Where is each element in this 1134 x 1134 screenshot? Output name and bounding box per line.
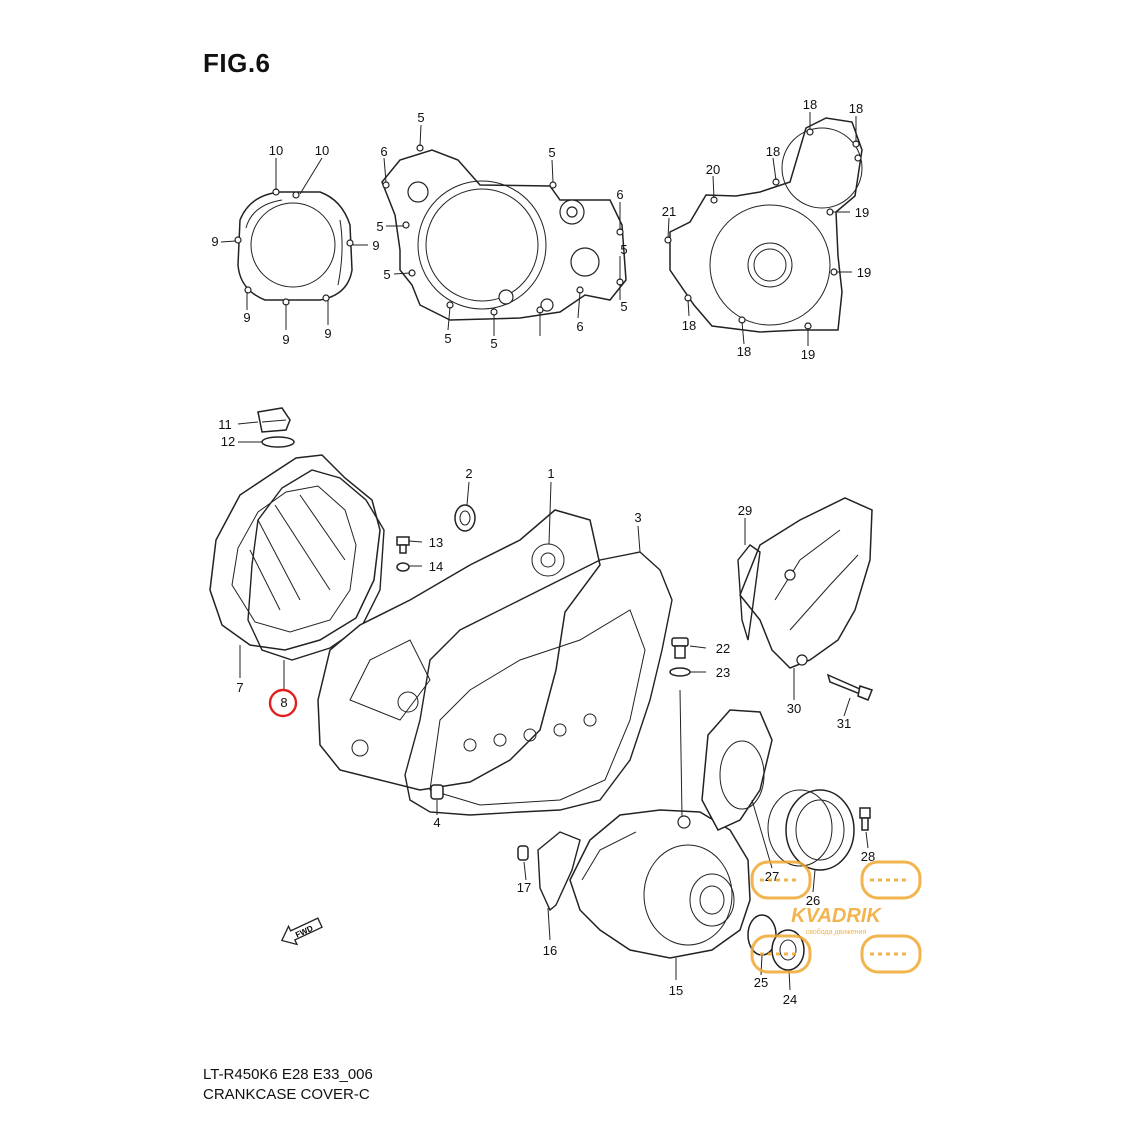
callout-23: 23: [716, 665, 730, 680]
bolt-28: [859, 807, 871, 831]
crankcase-gasket-3: [404, 551, 673, 816]
dowel-pin-4: [430, 784, 444, 800]
clutch-outer-cover-top: [234, 188, 354, 306]
callout-26: 26: [806, 893, 820, 908]
callout-27: 27: [765, 869, 779, 884]
figure-title: FIG.6: [203, 48, 271, 78]
starter-clutch-cover-27: [701, 709, 773, 831]
washer-14: [396, 562, 410, 572]
magneto-cover-15: [569, 809, 751, 959]
callout-labels: 10 10 9 9 9 9 9 5 6 5 5 6 5 6 5 5 5 5 18…: [211, 97, 875, 1007]
callout-13: 13: [429, 535, 443, 550]
o-ring-12: [261, 436, 295, 448]
sprocket-cover-30: [739, 497, 873, 669]
fwd-arrow-icon: FWD: [280, 917, 323, 946]
clutch-cover-gasket-8: [247, 469, 385, 661]
callout-5: 5: [383, 267, 390, 282]
callout-10: 10: [315, 143, 329, 158]
callout-18: 18: [682, 318, 696, 333]
callout-8: 8: [280, 695, 287, 710]
callout-12: 12: [221, 434, 235, 449]
oil-seal-2: [454, 504, 476, 532]
callout-5: 5: [548, 145, 555, 160]
callout-5: 5: [376, 219, 383, 234]
callout-3: 3: [634, 510, 641, 525]
callout-29: 29: [738, 503, 752, 518]
callout-31: 31: [837, 716, 851, 731]
callout-10: 10: [269, 143, 283, 158]
callout-28: 28: [861, 849, 875, 864]
magneto-gasket-16: [537, 831, 581, 912]
callout-24: 24: [783, 992, 797, 1007]
callout-19: 19: [855, 205, 869, 220]
callout-5: 5: [417, 110, 424, 125]
callout-9: 9: [211, 234, 218, 249]
crankcase-gasket-top: [381, 144, 627, 321]
callout-17: 17: [517, 880, 531, 895]
callout-15: 15: [669, 983, 683, 998]
watermark-tagline: свобода движения: [806, 928, 867, 936]
callout-5: 5: [620, 242, 627, 257]
callout-5: 5: [620, 299, 627, 314]
callout-5: 5: [490, 336, 497, 351]
callout-4: 4: [433, 815, 440, 830]
callout-9: 9: [282, 332, 289, 347]
callout-21: 21: [662, 204, 676, 219]
cap-24: [771, 929, 805, 971]
callout-18: 18: [766, 144, 780, 159]
callout-9: 9: [243, 310, 250, 325]
timing-cap-26: [767, 789, 855, 871]
model-code: LT-R450K6 E28 E33_006: [203, 1066, 373, 1083]
callout-22: 22: [716, 641, 730, 656]
callout-9: 9: [324, 326, 331, 341]
callout-19: 19: [857, 265, 871, 280]
o-ring-23: [669, 667, 691, 677]
callout-5: 5: [444, 331, 451, 346]
callout-14: 14: [429, 559, 443, 574]
callout-7: 7: [236, 680, 243, 695]
callout-18: 18: [737, 344, 751, 359]
callout-2: 2: [465, 466, 472, 481]
callout-6: 6: [576, 319, 583, 334]
callout-25: 25: [754, 975, 768, 990]
callout-16: 16: [543, 943, 557, 958]
callout-6: 6: [616, 187, 623, 202]
watermark-brand: KVADRIK: [791, 905, 882, 927]
crankcase-cover-1: [317, 509, 601, 791]
magneto-gasket-top: [664, 117, 863, 333]
leader-lines: [220, 112, 869, 991]
oil-filler-cap-11: [257, 407, 291, 433]
sprocket-gasket-29: [737, 544, 761, 641]
bolt-13: [396, 536, 410, 554]
callout-30: 30: [787, 701, 801, 716]
section-name: CRANKCASE COVER-C: [203, 1086, 370, 1103]
highlight-ring: [268, 688, 298, 718]
callout-20: 20: [706, 162, 720, 177]
clutch-cover-7: [209, 454, 381, 651]
callout-6: 6: [380, 144, 387, 159]
brand-watermark-logo: KVADRIK свобода движения: [750, 860, 922, 974]
callout-9: 9: [372, 238, 379, 253]
callout-19: 19: [801, 347, 815, 362]
callout-18: 18: [849, 101, 863, 116]
callout-18: 18: [803, 97, 817, 112]
bolt-31: [826, 673, 873, 701]
fwd-text: FWD: [294, 924, 315, 940]
callout-1: 1: [547, 466, 554, 481]
plug-22: [671, 637, 689, 659]
dowel-pin-17: [517, 845, 529, 861]
callout-11: 11: [218, 417, 232, 432]
